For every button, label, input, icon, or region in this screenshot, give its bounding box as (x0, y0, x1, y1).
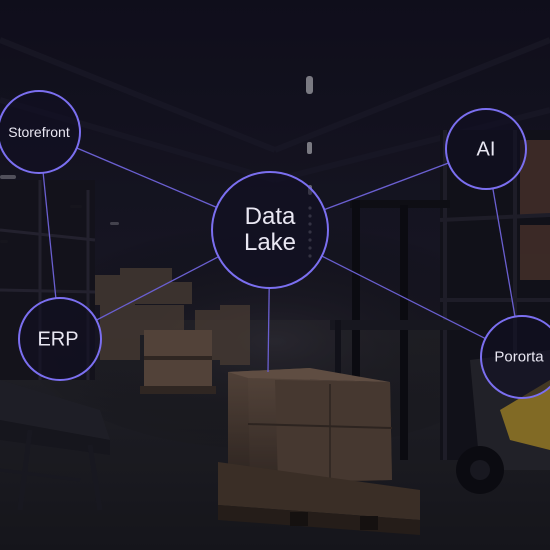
node-label-portal: Pororta (494, 348, 544, 366)
node-label-storefront: Storefront (8, 124, 70, 140)
node-label-erp: ERP (37, 328, 79, 351)
edge-storefront-erp (42, 172, 57, 299)
edge-erp-data-lake (96, 256, 219, 321)
node-portal (480, 315, 550, 399)
node-circles (0, 90, 550, 399)
hub-label-line2: Lake (243, 229, 297, 256)
edge-ai-portal (492, 188, 516, 317)
edge-ai-data-lake (324, 162, 449, 211)
node-label-data-lake: Data Lake (244, 204, 296, 256)
node-storefront (0, 90, 81, 174)
hub-label-line1: Data (244, 203, 296, 230)
node-data-lake (211, 171, 329, 289)
node-label-ai: AI (476, 138, 496, 161)
node-erp (18, 297, 102, 381)
edge-data-lake-pallet-boxes (267, 287, 270, 373)
edge-storefront-data-lake (76, 147, 217, 208)
edge-portal-data-lake (321, 255, 486, 340)
connection-lines (42, 147, 516, 373)
node-ai (445, 108, 527, 190)
